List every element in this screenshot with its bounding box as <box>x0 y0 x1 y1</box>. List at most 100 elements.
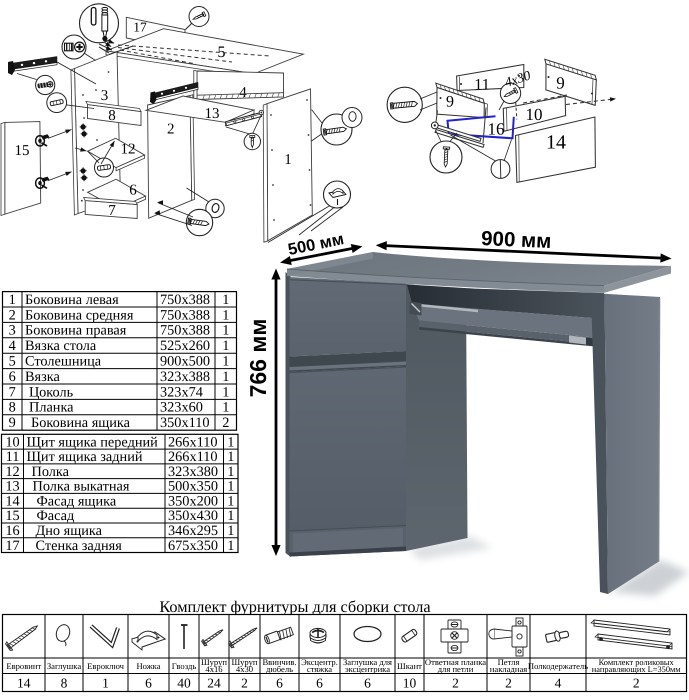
svg-text:8: 8 <box>9 400 16 416</box>
svg-text:2: 2 <box>505 675 512 690</box>
svg-text:16: 16 <box>5 523 19 539</box>
svg-text:Планка: Планка <box>29 400 74 416</box>
svg-text:Цоколь: Цоколь <box>29 384 74 400</box>
svg-text:эксцентрика: эксцентрика <box>345 664 390 674</box>
svg-text:11: 11 <box>6 449 20 465</box>
svg-text:4: 4 <box>9 338 16 354</box>
svg-text:16: 16 <box>488 120 505 139</box>
svg-text:Фасад ящика: Фасад ящика <box>37 493 117 509</box>
svg-text:3: 3 <box>9 323 16 339</box>
svg-text:4х30: 4х30 <box>236 664 253 674</box>
svg-text:40: 40 <box>177 675 191 690</box>
svg-text:15: 15 <box>5 508 19 524</box>
svg-text:323х380: 323х380 <box>168 464 218 480</box>
svg-text:1: 1 <box>227 508 234 524</box>
svg-text:Заглушка: Заглушка <box>47 661 81 671</box>
svg-text:Евровинт: Евровинт <box>6 661 41 671</box>
svg-text:2: 2 <box>633 675 640 690</box>
svg-text:дюбель: дюбель <box>266 664 293 674</box>
svg-text:1: 1 <box>222 354 229 370</box>
svg-text:6: 6 <box>276 675 283 690</box>
svg-text:Шуруп: Шуруп <box>201 657 227 667</box>
svg-text:350х110: 350х110 <box>160 415 210 431</box>
svg-text:1: 1 <box>222 338 229 354</box>
svg-text:323х60: 323х60 <box>160 400 203 416</box>
svg-text:1: 1 <box>227 479 234 495</box>
svg-text:14: 14 <box>546 132 566 154</box>
svg-text:350х200: 350х200 <box>168 493 218 509</box>
svg-text:Ввинчив.: Ввинчив. <box>262 657 296 667</box>
svg-text:750х388: 750х388 <box>160 292 210 308</box>
svg-text:Эксцентр.: Эксцентр. <box>301 657 338 667</box>
svg-text:9: 9 <box>9 415 16 431</box>
svg-text:350х430: 350х430 <box>168 508 218 524</box>
svg-text:7: 7 <box>9 384 16 400</box>
svg-text:2: 2 <box>9 307 16 323</box>
svg-text:9: 9 <box>556 74 565 93</box>
svg-text:направляющих L=350мм: направляющих L=350мм <box>592 665 682 674</box>
svg-text:525х260: 525х260 <box>160 338 210 354</box>
svg-text:Полкодержатель: Полкодержатель <box>528 661 588 671</box>
svg-text:1: 1 <box>222 384 229 400</box>
svg-text:9: 9 <box>446 94 454 111</box>
svg-text:Евроключ: Евроключ <box>87 661 124 671</box>
svg-text:Стенка задняя: Стенка задняя <box>36 538 123 554</box>
svg-text:Фасад: Фасад <box>37 508 75 524</box>
svg-text:675х350: 675х350 <box>168 538 218 554</box>
svg-text:6: 6 <box>145 675 152 690</box>
svg-text:266х110: 266х110 <box>168 449 218 465</box>
svg-text:Полка: Полка <box>32 464 70 480</box>
svg-text:8: 8 <box>61 675 68 690</box>
svg-text:1: 1 <box>284 152 292 168</box>
svg-text:17: 17 <box>5 538 19 554</box>
svg-text:Полка выкатная: Полка выкатная <box>33 479 130 495</box>
svg-text:Боковина ящика: Боковина ящика <box>31 415 131 431</box>
svg-text:1: 1 <box>227 523 234 539</box>
svg-text:1: 1 <box>227 493 234 509</box>
svg-text:для петли: для петли <box>438 664 474 674</box>
svg-text:900х500: 900х500 <box>160 354 210 370</box>
svg-text:1: 1 <box>102 675 109 690</box>
svg-text:накладная: накладная <box>490 664 527 674</box>
svg-text:Боковина левая: Боковина левая <box>25 292 119 308</box>
svg-text:Гвоздь: Гвоздь <box>172 661 197 671</box>
svg-text:750х388: 750х388 <box>160 307 210 323</box>
svg-text:24: 24 <box>207 675 221 690</box>
svg-text:14: 14 <box>5 493 19 509</box>
svg-text:17: 17 <box>133 20 147 35</box>
svg-text:10: 10 <box>5 434 19 450</box>
svg-text:13: 13 <box>205 106 220 122</box>
svg-text:346х295: 346х295 <box>168 523 218 539</box>
svg-text:4: 4 <box>239 85 247 101</box>
svg-text:1: 1 <box>222 292 229 308</box>
svg-text:323х74: 323х74 <box>160 384 203 400</box>
svg-text:Ножка: Ножка <box>136 661 160 671</box>
svg-text:1: 1 <box>227 538 234 554</box>
svg-text:500х350: 500х350 <box>168 479 218 495</box>
svg-text:Петля: Петля <box>498 657 520 667</box>
svg-text:6: 6 <box>129 183 137 199</box>
svg-text:1: 1 <box>9 292 16 308</box>
svg-text:1: 1 <box>222 323 229 339</box>
svg-text:1: 1 <box>227 449 234 465</box>
svg-text:Щит ящика задний: Щит ящика задний <box>27 449 143 465</box>
svg-text:11: 11 <box>474 77 489 94</box>
svg-text:1: 1 <box>227 434 234 450</box>
svg-text:14: 14 <box>17 675 31 690</box>
svg-text:Шуруп: Шуруп <box>231 657 257 667</box>
svg-text:2: 2 <box>167 122 175 138</box>
svg-text:6: 6 <box>364 675 371 690</box>
svg-text:12: 12 <box>5 464 19 480</box>
svg-text:Боковина правая: Боковина правая <box>25 323 127 339</box>
svg-text:1: 1 <box>227 464 234 480</box>
svg-text:4х16: 4х16 <box>205 664 223 674</box>
svg-text:Боковина средняя: Боковина средняя <box>25 307 134 323</box>
svg-text:323х388: 323х388 <box>160 369 210 385</box>
svg-text:3: 3 <box>101 88 109 104</box>
svg-text:5: 5 <box>218 44 226 61</box>
svg-text:2: 2 <box>222 415 229 431</box>
svg-text:766 мм: 766 мм <box>245 319 271 398</box>
svg-text:Щит ящика передний: Щит ящика передний <box>27 434 159 450</box>
svg-text:900 мм: 900 мм <box>481 227 552 253</box>
svg-text:Заглушка для: Заглушка для <box>343 657 392 667</box>
